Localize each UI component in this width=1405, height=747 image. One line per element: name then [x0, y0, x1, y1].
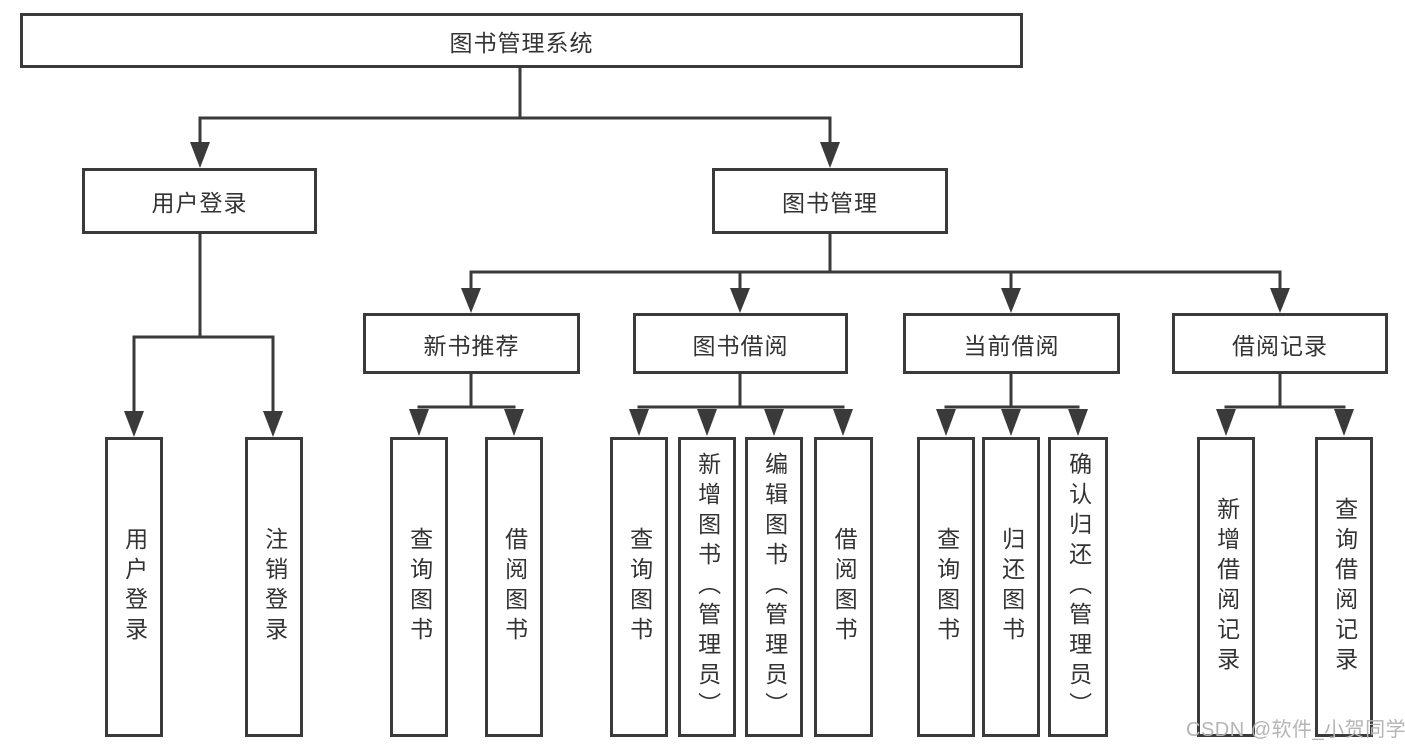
leaf-newbook-borrow-books: 借阅图书	[485, 437, 543, 737]
connector-login-branch	[124, 232, 283, 437]
node-user-login-branch: 用户登录	[82, 168, 317, 234]
connector-borrow	[629, 372, 853, 436]
node-current-borrowing: 当前借阅	[903, 313, 1120, 374]
leaf-records-add-record: 新增借阅记录	[1197, 437, 1255, 737]
node-new-book-recommend: 新书推荐	[363, 313, 580, 374]
leaf-logout: 注销登录	[245, 437, 303, 737]
leaf-current-return-books: 归还图书	[982, 437, 1040, 737]
connector-root	[190, 66, 840, 168]
leaf-borrow-query-books: 查询图书	[610, 437, 668, 737]
connector-mgmt-branch	[461, 232, 1290, 313]
leaf-newbook-query-books: 查询图书	[390, 437, 448, 737]
leaf-current-confirm-return-admin: 确认归还（管理员）	[1048, 437, 1108, 737]
leaf-borrow-add-books-admin: 新增图书（管理员）	[678, 437, 736, 737]
csdn-watermark: CSDN @软件_小贺同学	[1186, 719, 1405, 741]
leaf-borrow-edit-books-admin: 编辑图书（管理员）	[745, 437, 803, 737]
node-book-borrowing: 图书借阅	[633, 313, 848, 374]
leaf-records-query-record: 查询借阅记录	[1315, 437, 1373, 737]
connector-current	[936, 372, 1088, 436]
leaf-borrow-borrow-books: 借阅图书	[814, 437, 873, 737]
node-borrowing-records: 借阅记录	[1172, 313, 1388, 374]
connector-newbook	[409, 372, 524, 436]
node-book-management-branch: 图书管理	[712, 168, 948, 234]
leaf-current-query-books: 查询图书	[917, 437, 975, 737]
leaf-user-login: 用户登录	[105, 437, 163, 737]
node-library-system: 图书管理系统	[20, 13, 1023, 68]
connector-records	[1216, 372, 1354, 436]
